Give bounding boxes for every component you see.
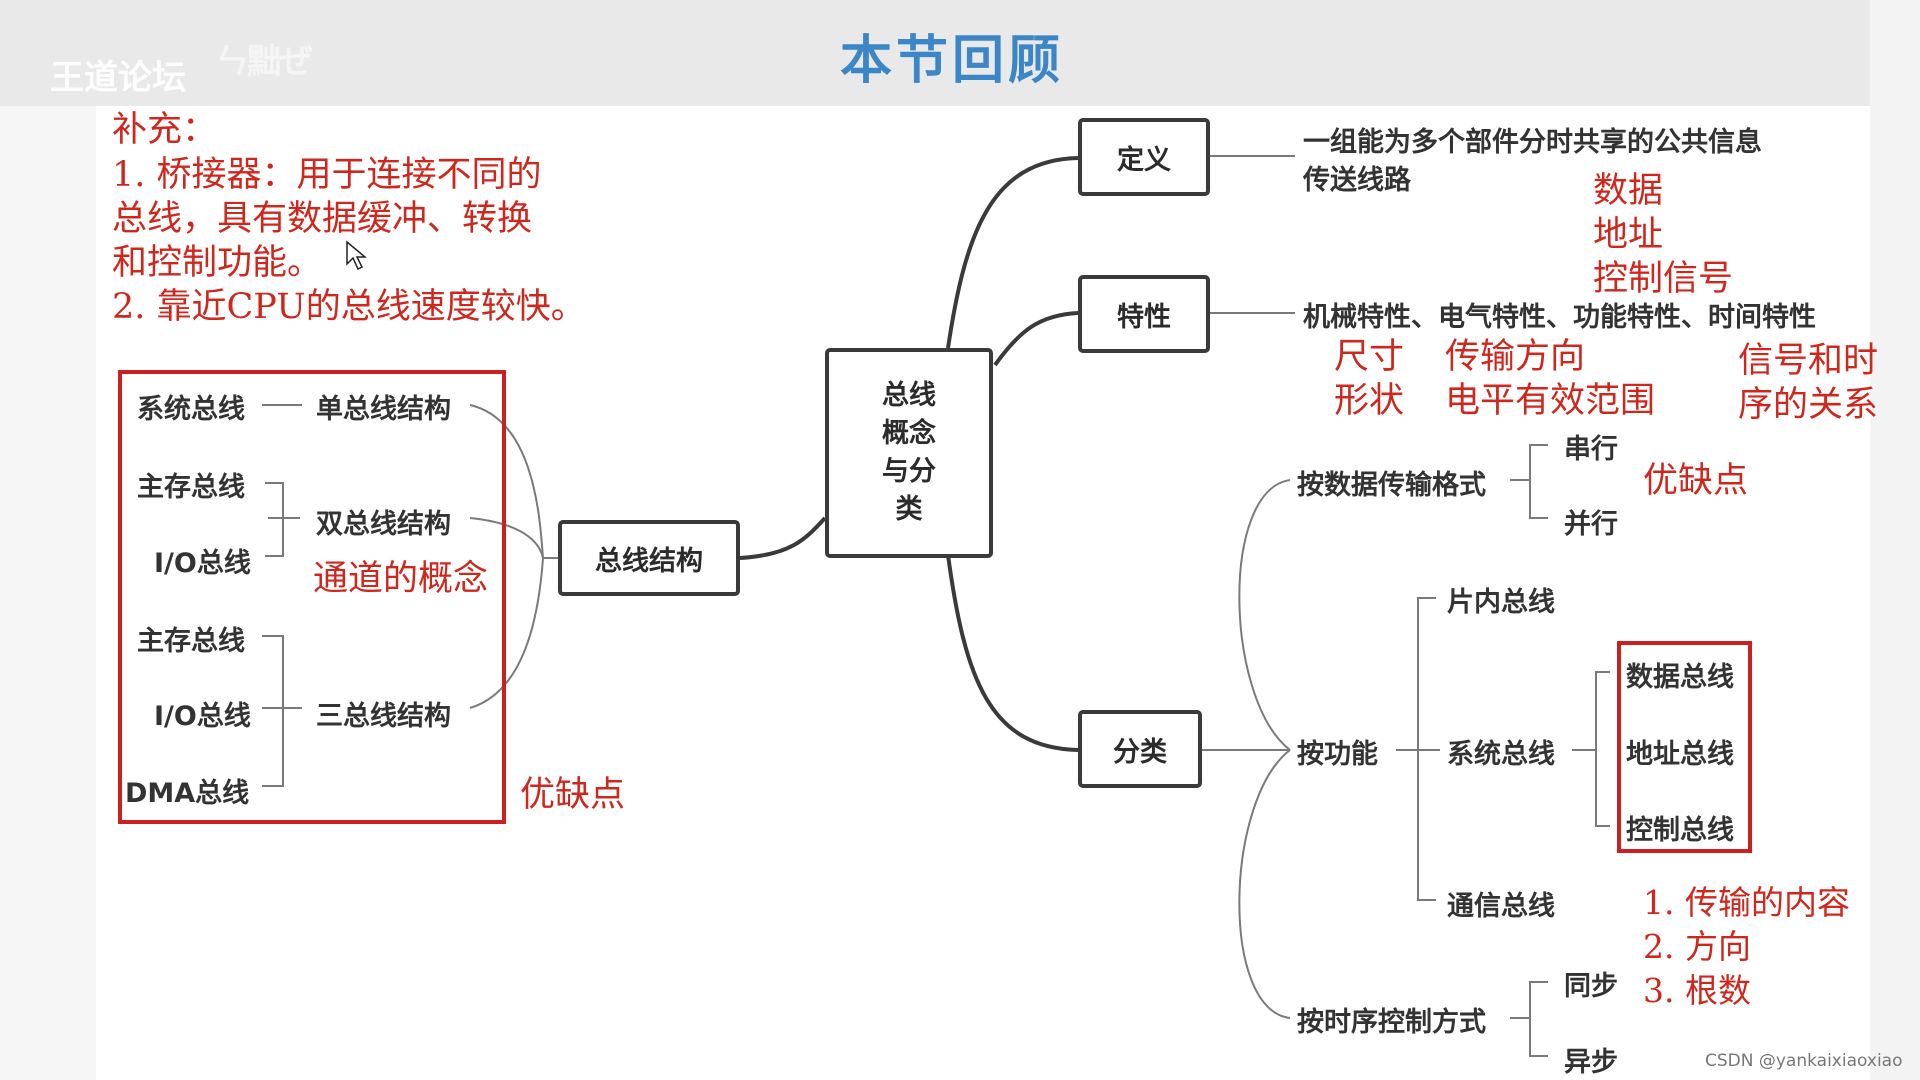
branch-structure [739,516,827,560]
features-note-timing-2: 序的关系 [1738,385,1879,425]
main-memory-bus-1: 主存总线 [137,472,245,503]
address-bus: 地址总线 [1626,739,1734,770]
by-function: 按功能 [1297,739,1378,770]
function-note-3: 3. 根数 [1643,971,1751,1010]
slide-canvas [96,106,1870,1080]
branch-definition [946,156,1079,349]
highlight-box-structures [118,370,506,824]
header-band [0,0,1920,106]
center-label-line-1: 总线 [882,380,936,411]
data-bus: 数据总线 [1626,662,1734,693]
system-bus: 系统总线 [1447,739,1555,770]
supplement-line-3: 和控制功能。 [112,243,323,283]
mouse-cursor-icon [346,240,367,271]
node-classification: 分类 [1078,710,1202,788]
supplement-line-4: 2. 靠近CPU的总线速度较快。 [112,287,586,327]
control-bus: 控制总线 [1626,815,1734,846]
definition-text-1: 一组能为多个部件分时共享的公共信息 [1303,127,1762,158]
features-note-size: 尺寸 [1334,337,1405,377]
io-bus-2: I/O总线 [154,701,251,732]
credit-text: CSDN @yankaixiaoxiao [1705,1051,1903,1071]
definition-note-control: 控制信号 [1593,259,1734,299]
watermark-text: 王道论坛 [50,58,186,98]
left-margin [0,106,96,1080]
node-definition: 定义 [1078,118,1210,196]
triple-bus-structure: 三总线结构 [316,701,451,732]
function-note-1: 1. 传输的内容 [1643,883,1850,922]
center-label-line-2: 概念 [882,418,936,449]
features-text: 机械特性、电气特性、功能特性、时间特性 [1303,302,1816,333]
dma-bus: DMA总线 [125,778,250,809]
page-title: 本节回顾 [840,30,1065,91]
by-timing: 按时序控制方式 [1297,1007,1486,1038]
comm-bus: 通信总线 [1447,891,1555,922]
right-margin [1870,0,1920,1080]
format-note: 优缺点 [1643,461,1749,501]
to-timing [1238,749,1291,1019]
structure-system-bus: 系统总线 [137,394,245,425]
single-bus-structure: 单总线结构 [316,394,451,425]
node-features: 特性 [1078,275,1210,353]
structure-pros-cons: 优缺点 [520,775,626,815]
structure-label: 总线结构 [595,545,703,577]
supplement-heading: 补充： [112,110,218,150]
definition-note-data: 数据 [1593,171,1664,211]
node-bus-concept: 总线 概念 与分 类 [825,348,993,558]
on-chip-bus: 片内总线 [1447,587,1555,618]
dual-bus-structure: 双总线结构 [316,509,451,540]
definition-text-2: 传送线路 [1303,165,1411,196]
async: 异步 [1564,1047,1618,1078]
serial: 串行 [1564,434,1618,465]
definition-label: 定义 [1117,144,1171,176]
node-bus-structure: 总线结构 [558,520,740,596]
definition-note-address: 地址 [1593,215,1664,255]
supplement-line-1: 1. 桥接器：用于连接不同的 [112,155,542,195]
features-note-level: 电平有效范围 [1445,381,1656,421]
features-note-shape: 形状 [1334,381,1405,421]
function-note-2: 2. 方向 [1643,927,1751,966]
center-label-line-3: 与分 [882,456,936,487]
main-memory-bus-2: 主存总线 [137,626,245,657]
watermark-logo: ㄣ黜ぜ [215,42,313,82]
features-note-direction: 传输方向 [1445,337,1586,377]
sync: 同步 [1564,971,1618,1002]
center-label-line-4: 类 [895,494,923,525]
classification-label: 分类 [1113,736,1167,768]
features-label: 特性 [1117,301,1171,333]
io-bus-1: I/O总线 [154,548,251,579]
by-format: 按数据传输格式 [1297,470,1486,501]
features-note-timing-1: 信号和时 [1738,341,1879,381]
branch-classification [946,554,1079,752]
supplement-line-2: 总线，具有数据缓冲、转换 [112,199,533,239]
channel-note: 通道的概念 [313,559,489,599]
parallel: 并行 [1564,509,1618,540]
branch-features [993,311,1079,367]
highlight-box-system-bus-types [1617,641,1752,853]
to-format [1238,479,1291,751]
